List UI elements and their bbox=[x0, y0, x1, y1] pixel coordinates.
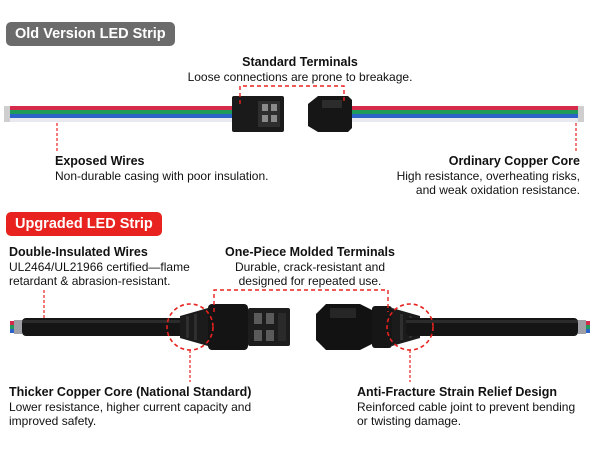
old-terminals-highlight bbox=[239, 85, 345, 104]
old-wires-title: Exposed Wires bbox=[55, 154, 145, 168]
old-male-connector bbox=[232, 96, 284, 132]
new-male-connector bbox=[180, 304, 290, 350]
old-left-ribbon-wire bbox=[4, 106, 240, 122]
new-core-desc-2: improved safety. bbox=[9, 414, 97, 428]
new-terminals-highlight bbox=[213, 289, 389, 312]
new-left-cable bbox=[10, 318, 194, 336]
new-core-desc-1: Lower resistance, higher current capacit… bbox=[9, 400, 252, 414]
new-wires-desc-2: retardant & abrasion-resistant. bbox=[9, 274, 171, 288]
new-right-cable bbox=[406, 318, 590, 336]
new-strain-desc-1: Reinforced cable joint to prevent bendin… bbox=[357, 400, 576, 414]
new-wires-desc-1: UL2464/UL21966 certified—flame bbox=[9, 260, 190, 274]
old-wires-desc: Non-durable casing with poor insulation. bbox=[55, 169, 269, 183]
new-strain-title: Anti-Fracture Strain Relief Design bbox=[357, 385, 558, 399]
new-terminals-title: One-Piece Molded Terminals bbox=[225, 245, 395, 259]
old-version-badge: Old Version LED Strip bbox=[6, 22, 175, 46]
upgraded-badge: Upgraded LED Strip bbox=[6, 212, 162, 236]
old-female-connector bbox=[308, 96, 352, 132]
new-core-title: Thicker Copper Core (National Standard) bbox=[9, 385, 252, 399]
old-terminals-desc: Loose connections are prone to breakage. bbox=[187, 70, 413, 84]
new-female-connector bbox=[316, 304, 420, 350]
old-terminals-title: Standard Terminals bbox=[242, 55, 358, 69]
old-core-desc-1: High resistance, overheating risks, bbox=[396, 169, 580, 183]
old-core-title: Ordinary Copper Core bbox=[448, 154, 580, 168]
old-right-ribbon-wire bbox=[348, 106, 584, 122]
new-wires-title: Double-Insulated Wires bbox=[9, 245, 148, 259]
old-core-desc-2: and weak oxidation resistance. bbox=[415, 183, 580, 197]
new-strain-desc-2: or twisting damage. bbox=[357, 414, 462, 428]
new-terminals-desc-1: Durable, crack-resistant and bbox=[234, 260, 386, 274]
new-terminals-desc-2: designed for repeated use. bbox=[238, 274, 382, 288]
